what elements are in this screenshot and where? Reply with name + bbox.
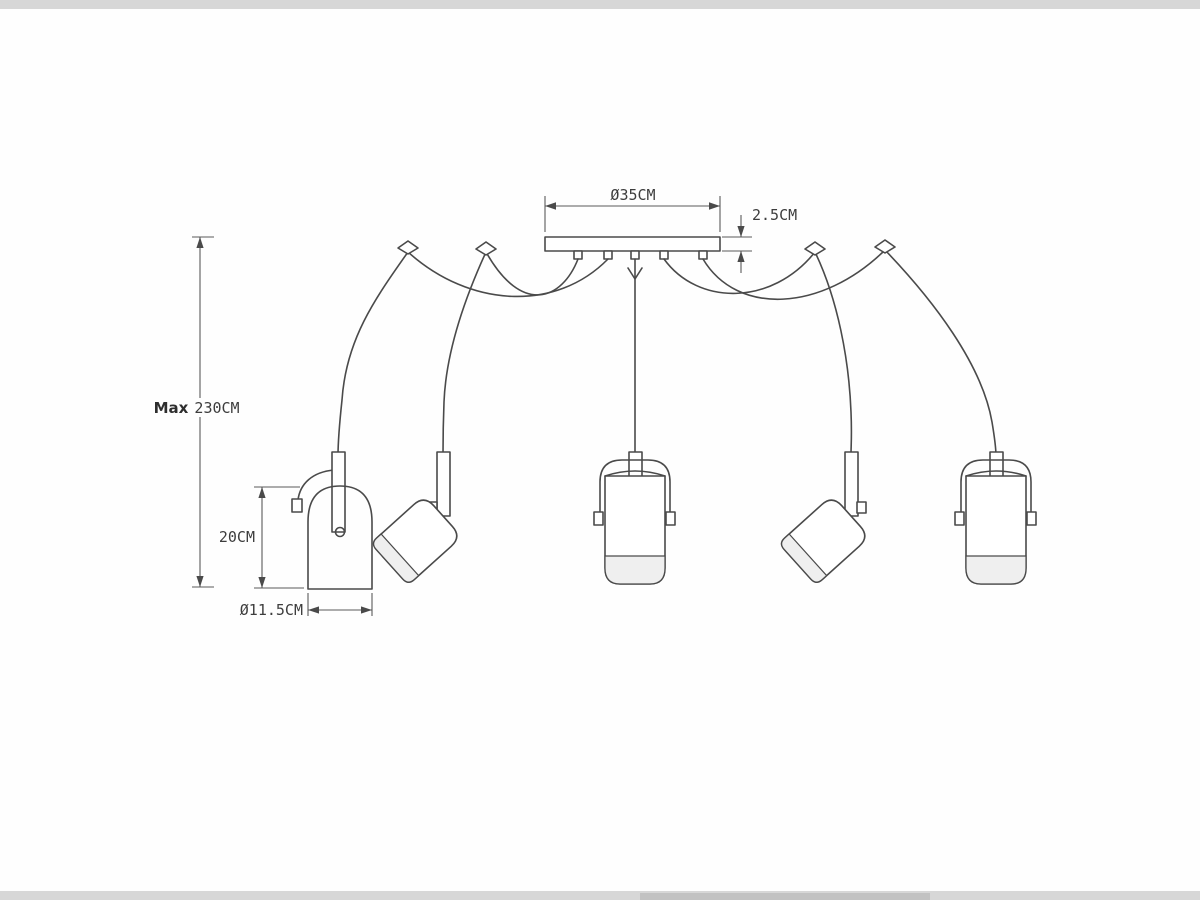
- lamp-3-pivot-screw: [665, 511, 676, 526]
- lamp-3-bracket: [599, 459, 671, 519]
- max-drop-prefix-label: Max: [154, 399, 189, 417]
- lamp-1-plug: [291, 498, 303, 513]
- head-height-label: 20CM: [219, 528, 255, 546]
- lamp-2-stem: [436, 451, 451, 517]
- lamp-5-stem: [989, 451, 1004, 479]
- cable-hook-icon: [397, 240, 419, 255]
- dim-head-diameter: Ø11.5CM: [240, 593, 373, 619]
- lamp-3-cylinder-head: [593, 451, 676, 585]
- lamp-3-stem: [628, 451, 643, 479]
- plate-mount-nub: [698, 250, 708, 260]
- lamp-4-plug: [856, 501, 867, 514]
- plate-mount-nub: [630, 250, 640, 260]
- center-hook-icon: [627, 267, 643, 280]
- head-diameter-label: Ø11.5CM: [240, 601, 303, 619]
- lamp-5-cap: [965, 470, 1027, 477]
- lamp-1-side-cord: [297, 469, 335, 501]
- suspension-cables: [337, 239, 997, 457]
- suspension-cable-2: [442, 251, 579, 455]
- cable-hook-icon: [804, 241, 826, 256]
- lamp-3-glass-rim: [604, 555, 666, 585]
- lamp-5-pivot-screw: [954, 511, 965, 526]
- cable-hook-icon: [874, 239, 896, 254]
- cable-hook-icon: [475, 241, 497, 256]
- lamp-4-tilted-head: [780, 451, 867, 583]
- lamp-3-cap: [604, 470, 666, 477]
- lamp-5-pivot-screw: [1026, 511, 1037, 526]
- lamp-4-glass-rim: [780, 533, 828, 583]
- lamp-1-dome-head: [291, 451, 373, 590]
- lamp-5-cylinder-head: [954, 451, 1037, 585]
- lamp-5-glass-rim: [965, 555, 1027, 585]
- dim-head-height: 20CM: [219, 486, 304, 589]
- dim-plate-thickness: 2.5CM: [722, 206, 797, 273]
- lamp-4-stem: [844, 451, 859, 517]
- letterbox-bottom: [0, 891, 1200, 900]
- lamp-3-pivot-screw: [593, 511, 604, 526]
- dim-max-drop: Max 230CM: [146, 236, 252, 588]
- plate-mount-nub: [573, 250, 583, 260]
- plate-mount-nub: [659, 250, 669, 260]
- plate-diameter-label: Ø35CM: [610, 186, 655, 204]
- plate-mount-nub: [603, 250, 613, 260]
- lamp-1-stem: [331, 451, 346, 533]
- lamp-1-shade: [307, 485, 373, 590]
- max-drop-value-label: 230CM: [194, 399, 239, 417]
- suspension-cable-4: [663, 251, 853, 455]
- plate-thickness-label: 2.5CM: [752, 206, 797, 224]
- lamp-2-glass-rim: [372, 533, 420, 583]
- letterbox-top: [0, 0, 1200, 9]
- ceiling-plate: [544, 236, 721, 260]
- lamp-5-bracket: [960, 459, 1032, 519]
- lamp-2-tilted-head: [372, 451, 458, 583]
- suspension-cable-5: [702, 249, 997, 457]
- cropped-watermark: [640, 893, 930, 900]
- dim-plate-diameter: Ø35CM: [544, 186, 721, 232]
- lamp-1-pivot: [334, 526, 346, 538]
